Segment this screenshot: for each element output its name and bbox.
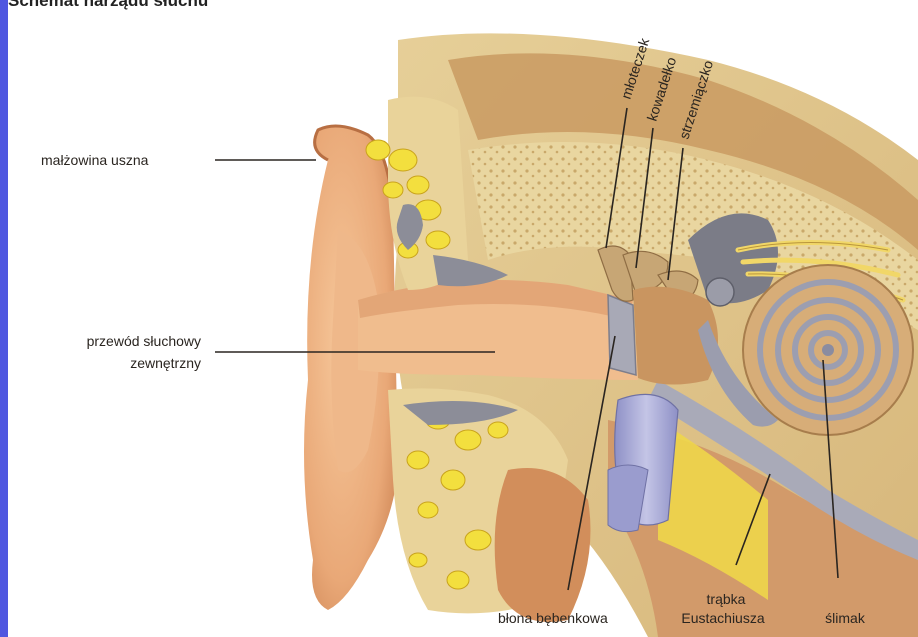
label-slimak: ślimak: [825, 610, 866, 626]
label-przewod-line2: zewnętrzny: [130, 355, 201, 371]
ear-diagram: małżowina uszna przewód słuchowy zewnętr…: [8, 0, 918, 637]
vestibule: [706, 278, 734, 306]
label-przewod-line1: przewód słuchowy: [87, 333, 201, 349]
label-malzowina: małżowina uszna: [41, 152, 149, 168]
label-trabka-line1: trąbka: [707, 591, 746, 607]
cochlea-shape: [743, 265, 913, 435]
diagram-frame: Schemat narządu słuchu: [8, 0, 918, 637]
tympanic-membrane: [608, 295, 636, 375]
label-trabka-line2: Eustachiusza: [681, 610, 764, 626]
label-blona: błona bębenkowa: [498, 610, 608, 626]
